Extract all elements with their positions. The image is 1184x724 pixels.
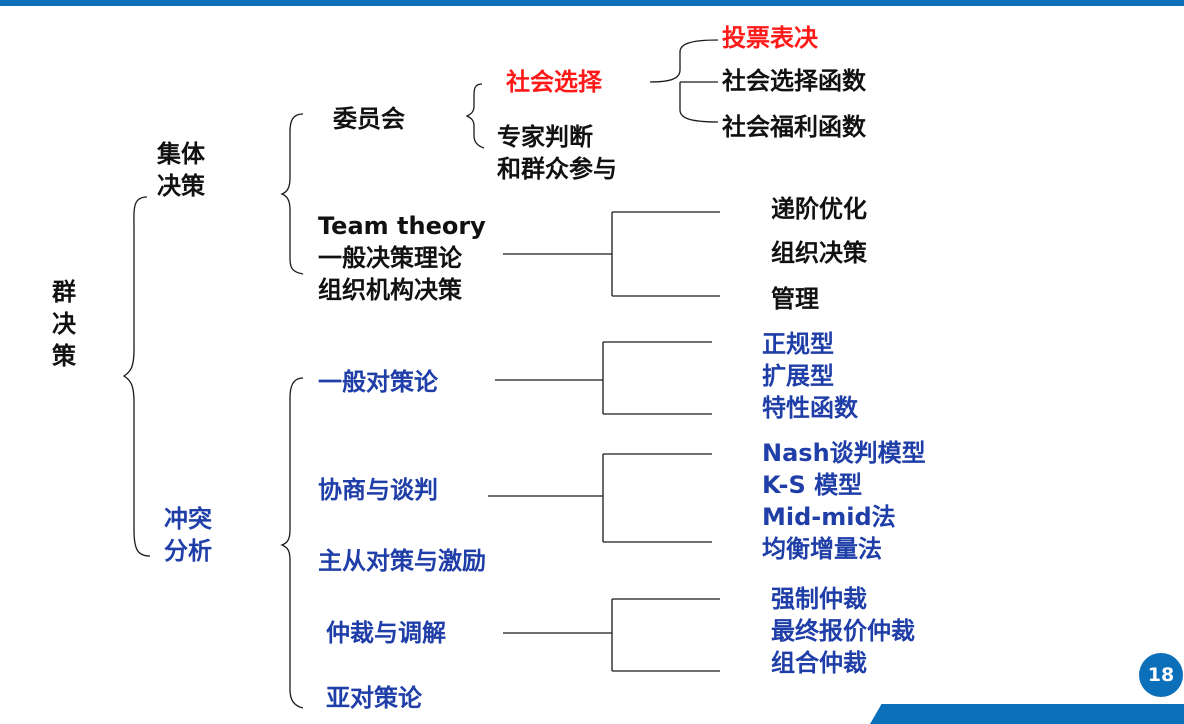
negotiation-item: K-S 模型 <box>762 471 863 499</box>
root-label-line: 策 <box>52 342 76 370</box>
page-number-badge: 18 <box>1139 653 1183 697</box>
root-label-line: 决 <box>52 310 76 338</box>
committee-brace <box>465 83 485 149</box>
general-game-bracket <box>495 341 712 415</box>
social-choice-item: 投票表决 <box>722 24 818 52</box>
footer-accent-bar <box>870 704 1184 724</box>
committee-label: 委员会 <box>333 105 405 133</box>
expert-label-line: 和群众参与 <box>497 155 617 183</box>
collective-label: 集体 决策 <box>157 138 205 202</box>
social-choice-brace <box>649 39 719 123</box>
root-brace <box>122 196 151 557</box>
negotiation-bracket <box>488 453 712 543</box>
negotiation-label: 协商与谈判 <box>318 476 438 504</box>
arbitration-item: 组合仲裁 <box>771 649 867 677</box>
expert-label: 专家判断 和群众参与 <box>497 121 617 185</box>
top-accent-bar <box>0 0 1184 6</box>
general-game-item: 扩展型 <box>762 362 834 390</box>
expert-label-line: 专家判断 <box>497 123 593 151</box>
negotiation-item: 均衡增量法 <box>762 535 882 563</box>
arbitration-item: 最终报价仲裁 <box>771 617 915 645</box>
stackelberg-label: 主从对策与激励 <box>318 547 486 575</box>
conflict-label-line: 分析 <box>164 537 212 565</box>
team-theory-item: 组织决策 <box>771 239 867 267</box>
team-theory-item: 递阶优化 <box>771 195 867 223</box>
arbitration-item: 强制仲裁 <box>771 585 867 613</box>
arbitration-bracket <box>503 598 720 672</box>
social-choice-label: 社会选择 <box>506 68 602 96</box>
metagame-label: 亚对策论 <box>326 684 422 712</box>
conflict-label: 冲突 分析 <box>164 503 212 567</box>
social-choice-item: 社会选择函数 <box>722 67 866 95</box>
social-choice-item: 社会福利函数 <box>722 113 866 141</box>
negotiation-item: Nash谈判模型 <box>762 439 926 467</box>
team-theory-label-line: Team theory <box>318 212 486 240</box>
team-theory-label: Team theory 一般决策理论 组织机构决策 <box>318 210 486 306</box>
team-theory-label-line: 组织机构决策 <box>318 276 462 304</box>
root-label: 群 决 策 <box>52 276 76 372</box>
team-theory-item: 管理 <box>771 285 819 313</box>
arbitration-label: 仲裁与调解 <box>326 619 446 647</box>
team-theory-bracket <box>503 211 720 297</box>
collective-brace <box>280 113 304 275</box>
collective-label-line: 决策 <box>157 172 205 200</box>
team-theory-label-line: 一般决策理论 <box>318 244 462 272</box>
conflict-label-line: 冲突 <box>164 505 212 533</box>
general-game-item: 正规型 <box>762 330 834 358</box>
root-label-line: 群 <box>52 278 76 306</box>
general-game-item: 特性函数 <box>762 394 858 422</box>
negotiation-item: Mid-mid法 <box>762 503 896 531</box>
collective-label-line: 集体 <box>157 140 205 168</box>
conflict-brace <box>280 377 304 709</box>
general-game-label: 一般对策论 <box>318 368 438 396</box>
